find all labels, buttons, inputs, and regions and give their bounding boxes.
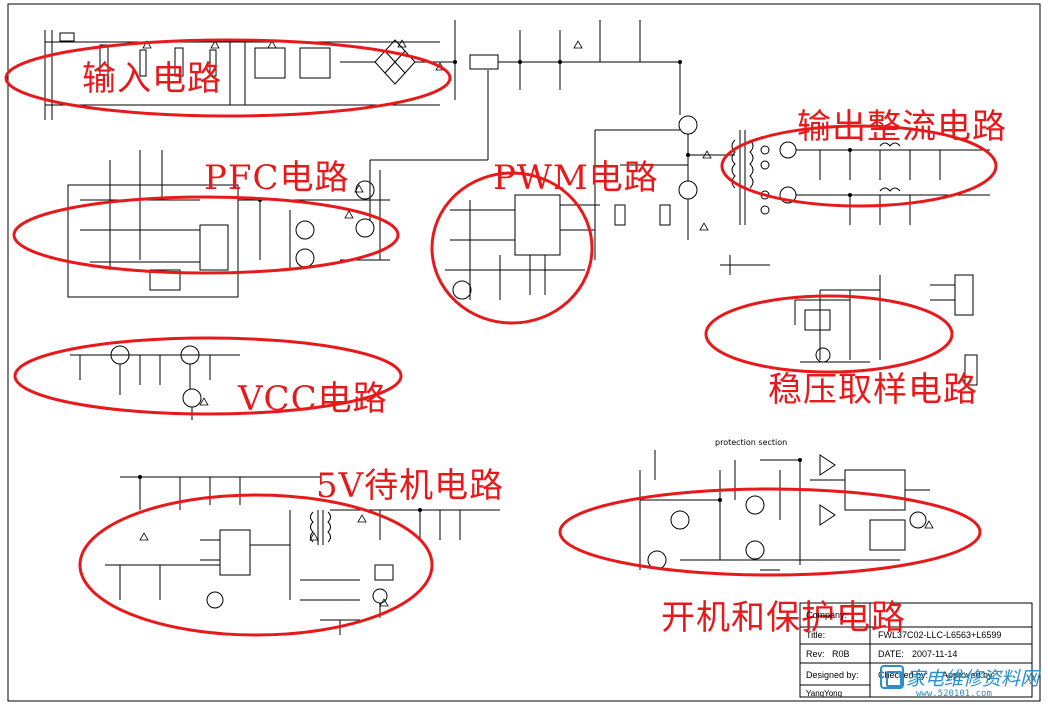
title-block-company-label: Company: (806, 610, 848, 620)
sheet-border (7, 3, 1041, 702)
title-block-frame (799, 602, 1033, 698)
label-regulation-sampling: 稳压取样电路 (768, 370, 978, 410)
ellipse-vcc-circuit (13, 336, 403, 416)
title-block-approved-label: Approved by: (942, 670, 996, 680)
label-pfc-circuit: PFC电路 (204, 158, 350, 198)
ellipse-regulation-sampling (704, 294, 954, 374)
title-block-designer: YangYong (806, 689, 843, 698)
title-block-rev-label: Rev: (806, 649, 825, 659)
label-input-circuit: 输入电路 (82, 59, 222, 99)
ellipse-standby-5v (78, 493, 434, 637)
watermark-url: www.520101.com (916, 689, 992, 699)
label-vcc-circuit: VCC电路 (238, 379, 388, 419)
watermark-text: 家电维修资料网 (906, 668, 1040, 690)
regulation-sampling-wiring (720, 255, 978, 386)
standby-5v-wiring (105, 476, 500, 635)
pfc-circuit-wiring (67, 150, 390, 298)
pwm-circuit-wiring (445, 115, 735, 300)
title-block-title-label: Title: (806, 630, 826, 640)
input-circuit-wiring (44, 20, 681, 220)
protection-wiring (639, 450, 930, 571)
ellipse-input-circuit (4, 38, 452, 118)
watermark-logo-icon (880, 665, 904, 689)
vcc-circuit-wiring (70, 345, 240, 420)
ellipse-pfc-circuit (12, 195, 400, 275)
annotation-ellipses (4, 38, 998, 637)
title-block-designed-label: Designed by: (806, 670, 859, 680)
ellipse-pwm-circuit (430, 171, 594, 325)
title-block-date-label: DATE: (878, 649, 904, 659)
title-block-rev-value: R0B (832, 649, 850, 659)
ellipse-protection (558, 487, 982, 577)
label-output-rectifier: 输出整流电路 (797, 107, 1007, 147)
label-protection: 开机和保护电路 (661, 598, 906, 638)
title-block-title-value: FWL37C02-LLC-L6563+L6599 (878, 630, 1002, 640)
protection-section-caption: protection section (715, 438, 788, 447)
title-block-date-value: 2007-11-14 (912, 649, 958, 659)
output-rectifier-wiring (731, 130, 990, 225)
label-pwm-circuit: PWM电路 (493, 158, 659, 198)
ellipse-output-rectifier (720, 124, 998, 208)
label-standby-5v: 5V待机电路 (316, 466, 505, 506)
junction-dots (138, 60, 852, 512)
